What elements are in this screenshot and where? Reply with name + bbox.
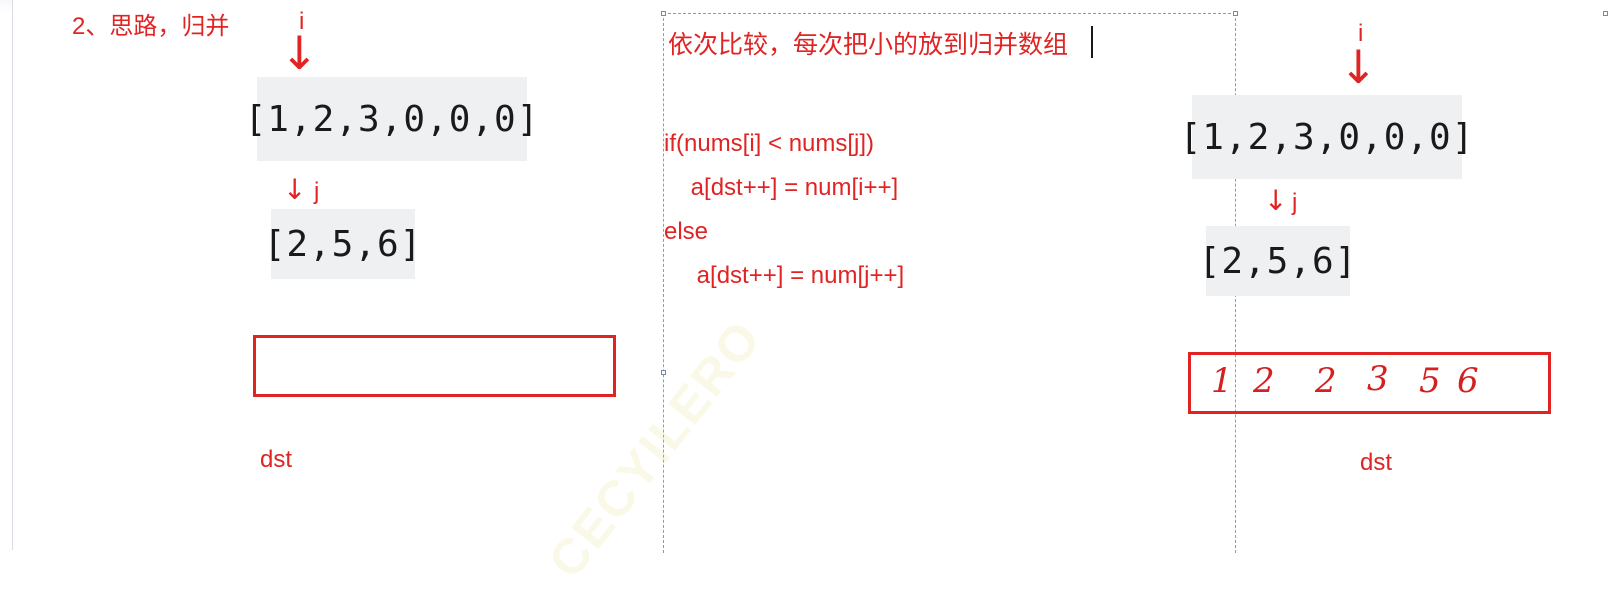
- right-nums1-array: [1,2,3,0,0,0]: [1180, 95, 1473, 179]
- left-i-arrow-icon: ↓: [280, 26, 319, 80]
- right-dst-box: 1 2 2 3 5 6: [1188, 352, 1551, 414]
- right-j-arrow-icon: ↓: [1264, 184, 1288, 217]
- code-line-else: else: [664, 218, 709, 245]
- left-j-label: j: [314, 178, 320, 205]
- left-nums2-array: [2,5,6]: [264, 209, 421, 279]
- dst-value: 3: [1367, 359, 1389, 399]
- left-nums1-array: [1,2,3,0,0,0]: [245, 77, 538, 161]
- code-line-if: if(nums[i] < nums[j]): [664, 130, 875, 157]
- code-line-assign-i: a[dst++] = num[i++]: [664, 174, 899, 201]
- dst-value: 2: [1315, 361, 1337, 401]
- dst-value: 5: [1419, 361, 1441, 401]
- left-i-label: i: [299, 8, 305, 35]
- dst-value: 1: [1211, 361, 1233, 401]
- code-line-assign-j: a[dst++] = num[j++]: [670, 262, 905, 289]
- left-dst-box: [253, 335, 616, 397]
- right-nums2-array: [2,5,6]: [1199, 226, 1356, 296]
- resize-handle-top-right[interactable]: [1603, 11, 1608, 16]
- dst-value: 6: [1457, 361, 1479, 401]
- right-i-label: i: [1358, 20, 1364, 47]
- resize-handle-top-left[interactable]: [661, 11, 666, 16]
- left-j-arrow-icon: ↓: [283, 173, 307, 206]
- text-cursor: [1091, 26, 1093, 58]
- right-dst-label: dst: [1360, 449, 1393, 476]
- right-j-label: j: [1292, 189, 1298, 216]
- resize-handle-top-center[interactable]: [1233, 11, 1238, 16]
- description-text: 依次比较，每次把小的放到归并数组: [668, 31, 1069, 59]
- right-i-arrow-icon: ↓: [1339, 40, 1378, 94]
- left-dst-label: dst: [260, 446, 293, 473]
- resize-handle-left-center[interactable]: [661, 370, 666, 375]
- dst-value: 2: [1253, 361, 1275, 401]
- page-title: 2、思路，归并: [72, 13, 230, 40]
